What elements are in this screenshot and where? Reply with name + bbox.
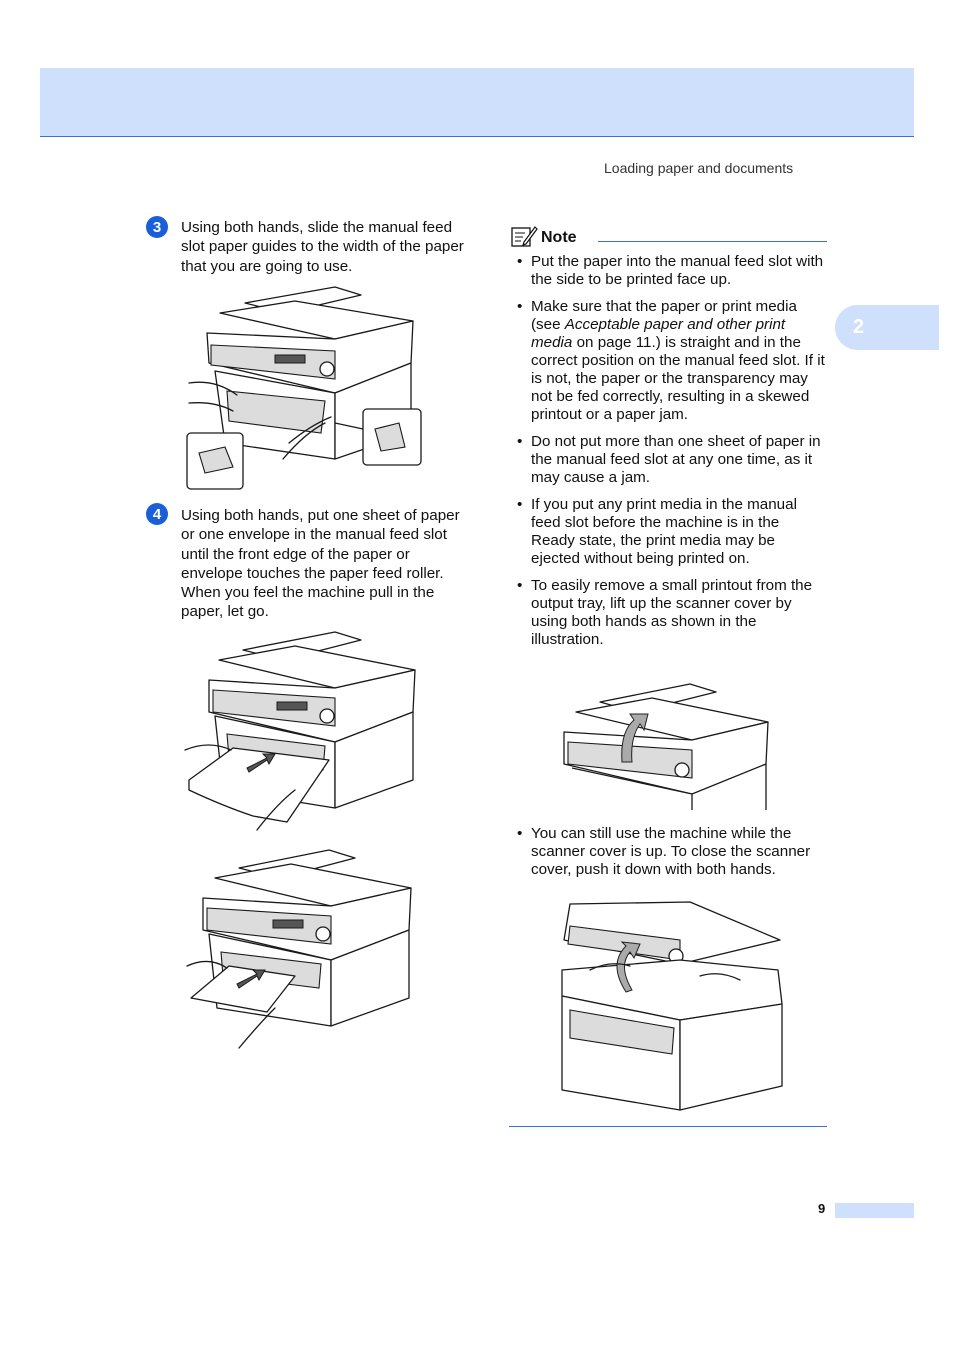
note-label: Note (541, 229, 577, 246)
header-band (40, 68, 914, 137)
scanner-open-figure (561, 901, 783, 1111)
page-number: 9 (818, 1201, 826, 1216)
step-badge-4: 4 (146, 503, 168, 525)
page-number-band (835, 1203, 914, 1218)
note-bullet-2: Make sure that the paper or print media … (515, 298, 827, 424)
chapter-tab-number: 2 (853, 316, 865, 338)
step-badge-3: 3 (146, 216, 168, 238)
note-bullet-1: Put the paper into the manual feed slot … (515, 253, 827, 289)
note-bullets-bottom: You can still use the machine while the … (515, 825, 827, 888)
note-bullets-top: Put the paper into the manual feed slot … (515, 253, 827, 658)
printer-guides-figure (186, 286, 422, 490)
note-bullet-2-link-text: Acceptable paper and other print media (531, 316, 786, 351)
note-bullet-6: You can still use the machine while the … (515, 825, 827, 879)
printer-paper-fed-figure (186, 849, 412, 1049)
note-end-rule (509, 1126, 827, 1127)
note-bullet-4: If you put any print media in the manual… (515, 496, 827, 568)
scanner-lift-figure (563, 683, 769, 810)
step-3-text: Using both hands, slide the manual feed … (181, 219, 464, 275)
note-pencil-icon (511, 226, 538, 247)
note-header: Note (510, 224, 827, 248)
running-head: Loading paper and documents (604, 160, 794, 176)
note-bullet-2-before: Make sure that the paper or print media … (531, 298, 797, 333)
note-rule (598, 241, 827, 242)
note-bullet-3: Do not put more than one sheet of paper … (515, 433, 827, 487)
step-4-text: Using both hands, put one sheet of paper… (181, 507, 460, 621)
chapter-tab: 2 (835, 305, 939, 350)
note-bullet-5: To easily remove a small printout from t… (515, 577, 827, 649)
note-bullet-2-after: on page 11.) is straight and in the corr… (531, 334, 825, 423)
printer-paper-insert-figure (184, 631, 416, 831)
